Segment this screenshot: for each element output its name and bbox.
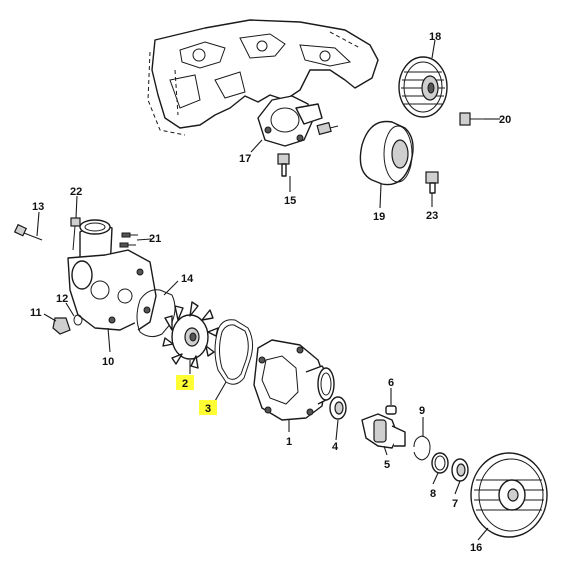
callout-labels: 1 2 3 4 5 6 7 8 9 10 11 12 13 14 15 16 1… [30,31,511,554]
bolt-upper [316,121,339,136]
leader-lines [36,39,500,541]
pump-housing [253,339,335,421]
pump-shaft [361,413,406,449]
bolt-13 [13,223,43,241]
callout-17: 17 [239,153,251,165]
bolt-15 [277,153,290,177]
highlight-box-2 [176,375,194,390]
callout-20: 20 [499,114,511,126]
idler-roller [359,120,414,186]
callout-5: 5 [384,459,390,471]
callout-4: 4 [332,441,339,453]
callout-2: 2 [182,378,188,390]
thermostat-housing [257,95,323,147]
engine-bracket [147,19,379,136]
water-pump-pulley [470,452,548,538]
callout-22: 22 [70,186,82,198]
callout-14: 14 [181,273,194,285]
callout-23: 23 [426,210,438,222]
callout-7: 7 [452,498,458,510]
o-ring-8 [431,452,449,474]
callout-6: 6 [388,377,394,389]
callout-1: 1 [286,436,292,448]
snap-ring-9 [413,435,431,461]
highlight-box-3 [199,400,217,415]
long-bolt-22 [70,217,81,251]
bolt-20 [459,112,484,126]
pin-6 [385,405,397,415]
bolt-23 [425,171,439,194]
cover-gasket [214,319,254,385]
callout-13: 13 [32,201,44,213]
callout-9: 9 [419,405,425,417]
callout-16: 16 [470,542,482,554]
callout-12: 12 [56,293,68,305]
impeller [162,301,219,369]
callout-3: 3 [205,403,211,415]
seal-4 [329,396,347,420]
callout-8: 8 [430,488,436,500]
o-ring-12 [73,314,83,326]
callout-21: 21 [149,233,161,245]
callout-15: 15 [284,195,296,207]
screws-21 [119,232,138,248]
callout-11: 11 [30,307,42,319]
callout-18: 18 [429,31,441,43]
seal-7 [451,458,469,482]
seawater-pump-body [67,219,157,331]
drain-plug-11 [52,317,71,335]
callout-10: 10 [102,356,114,368]
callout-19: 19 [373,211,385,223]
idler-pulley [398,56,448,118]
